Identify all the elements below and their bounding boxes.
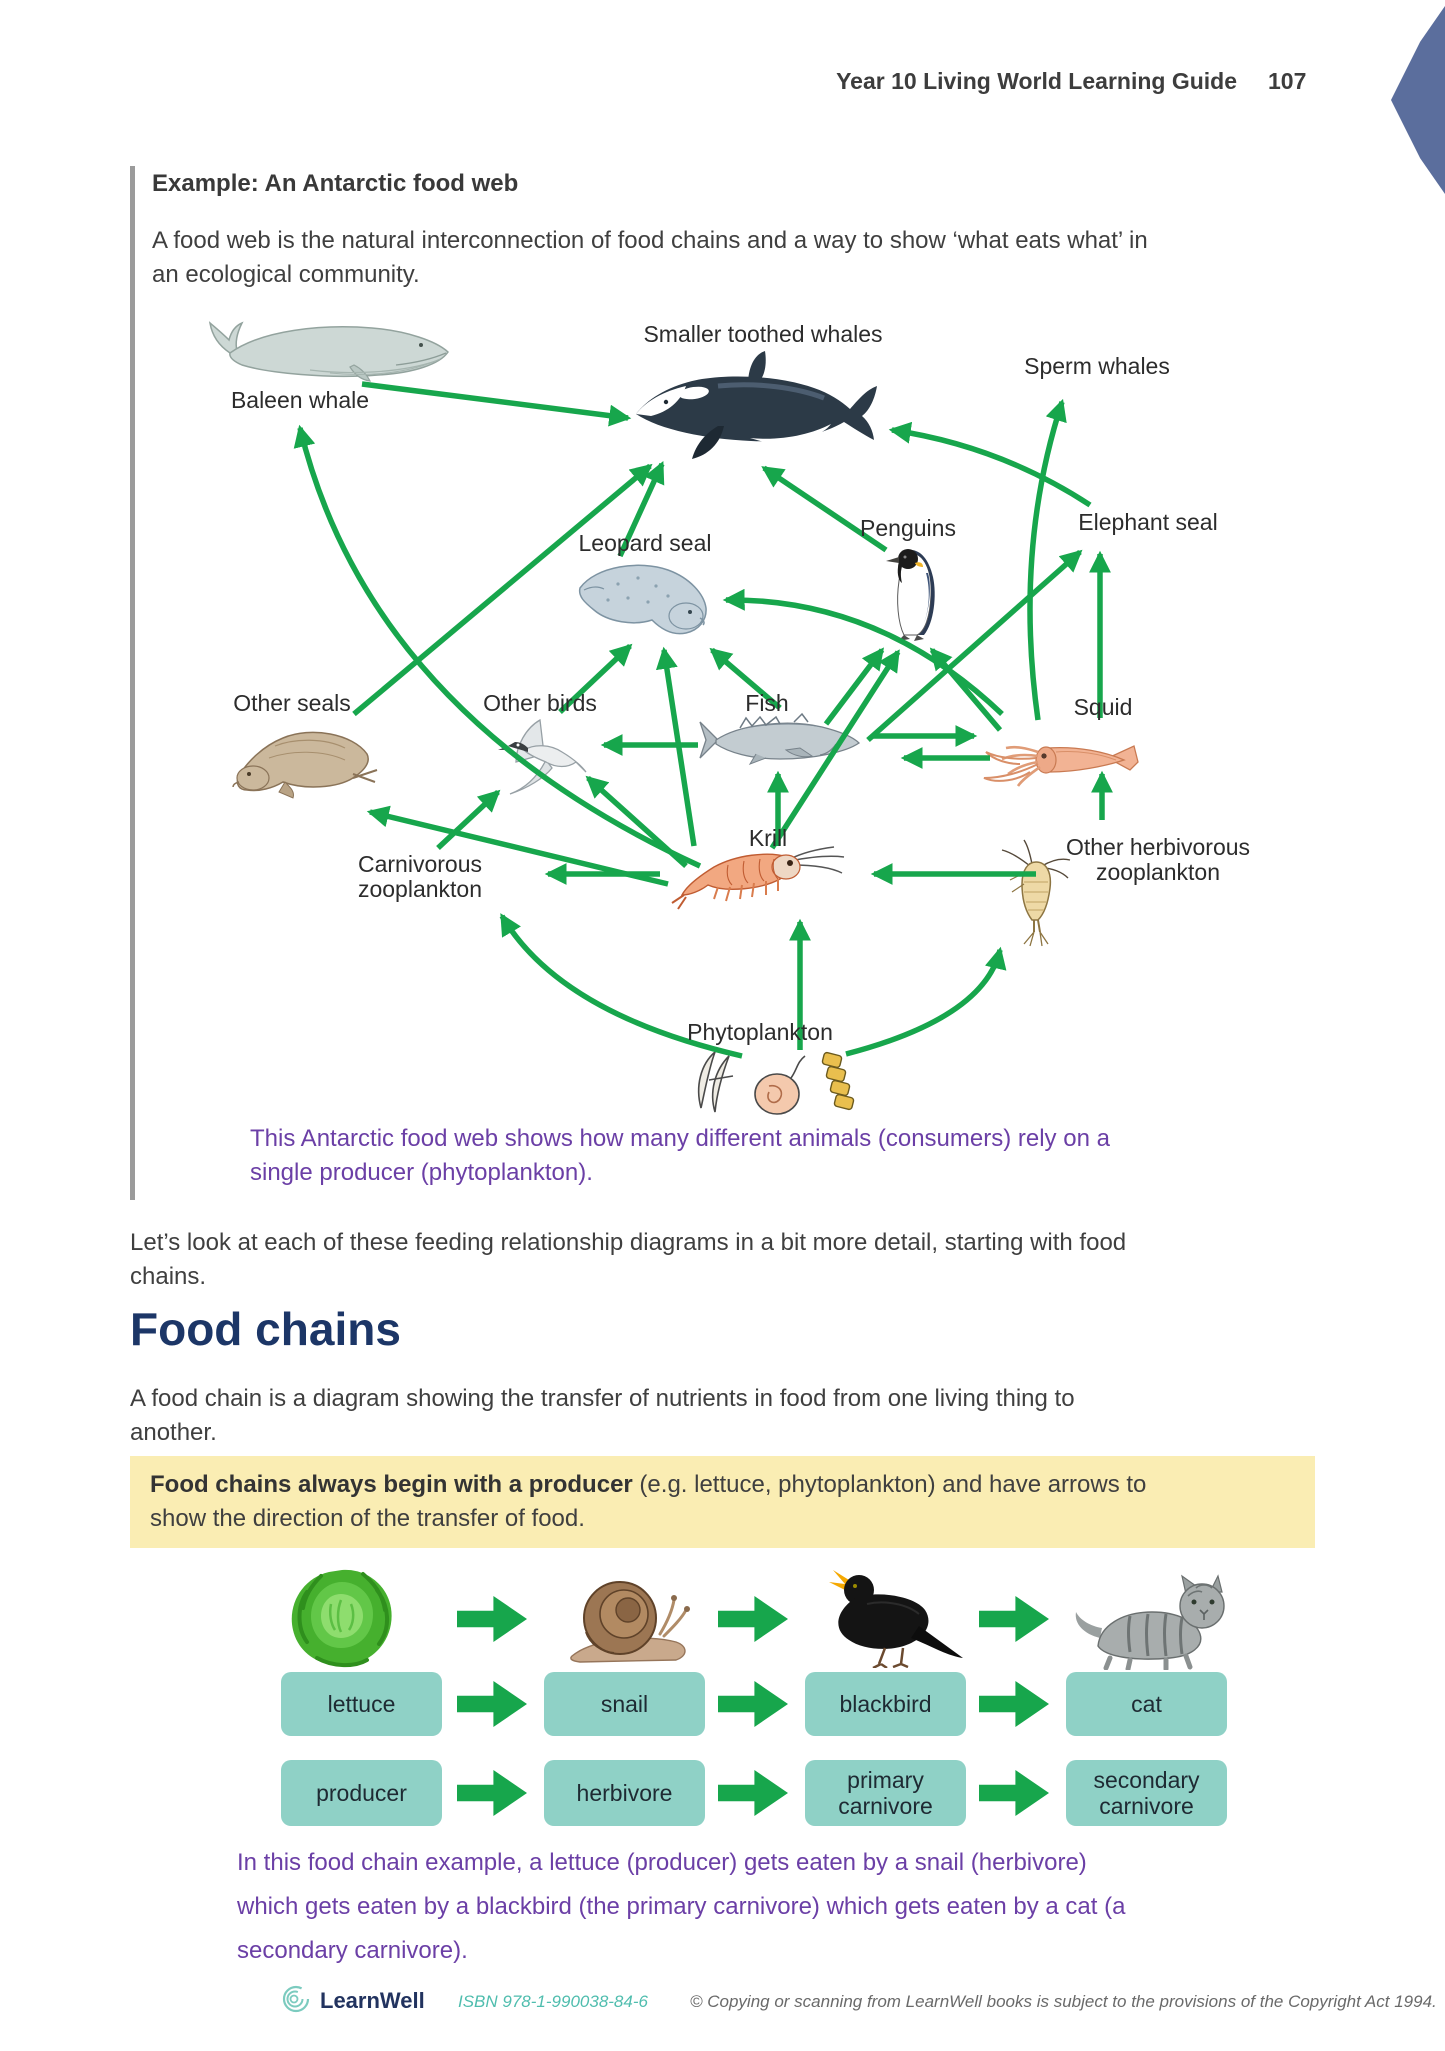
- chain-arrow: [979, 1770, 1049, 1816]
- label-other-birds: Other birds: [483, 690, 597, 716]
- arrow-squid-to-sperm-whales: [1027, 398, 1067, 721]
- learnwell-logo-icon: [282, 1985, 310, 2013]
- food-web-caption-line: This Antarctic food web shows how many d…: [250, 1125, 1110, 1152]
- chain-arrow: [718, 1770, 788, 1816]
- intro-line: Let’s look at each of these feeding rela…: [130, 1229, 1127, 1256]
- label-fish: Fish: [745, 690, 789, 716]
- fish-illustration: [699, 712, 861, 765]
- blackbird-photo: [829, 1570, 963, 1668]
- squid-illustration: [983, 745, 1139, 787]
- organism-box: cat: [1066, 1672, 1227, 1736]
- leopard-seal-illustration: [578, 564, 707, 635]
- arrow-krill-to-leopard-seal: [655, 646, 697, 847]
- role-box: secondary carnivore: [1066, 1760, 1227, 1826]
- example-body-line: A food web is the natural interconnectio…: [152, 227, 1148, 254]
- food-chain-caption-line: secondary carnivore).: [237, 1937, 468, 1964]
- organism-box: blackbird: [805, 1672, 966, 1736]
- intro-line: chains.: [130, 1263, 207, 1290]
- chain-arrow: [718, 1681, 788, 1727]
- other-birds-illustration: [498, 718, 587, 795]
- arrow-carnivorous-zooplankton-to-other-birds: [436, 789, 501, 851]
- chain-arrow: [457, 1681, 527, 1727]
- corner-arrow-decoration: [1391, 6, 1445, 194]
- chain-arrow: [457, 1770, 527, 1816]
- label-other-seals: Other seals: [233, 690, 351, 716]
- food-chain-caption-line: In this food chain example, a lettuce (p…: [237, 1849, 1087, 1876]
- cat-photo: [1075, 1574, 1225, 1670]
- example-left-bar: [130, 166, 135, 1200]
- key-idea-rest: (e.g. lettuce, phytoplankton) and have a…: [632, 1471, 1147, 1498]
- food-web-caption-line: single producer (phytoplankton).: [250, 1159, 593, 1186]
- orca-illustration: [636, 351, 877, 459]
- other-seals-illustration: [232, 731, 378, 799]
- footer-isbn: ISBN 978-1-990038-84-6: [458, 1992, 648, 2011]
- page-title: Year 10 Living World Learning Guide: [836, 68, 1237, 94]
- example-heading: Example: An Antarctic food web: [152, 170, 519, 197]
- arrow-elephant-seal-to-smaller-toothed-whales: [888, 421, 1092, 508]
- label-squid: Squid: [1073, 694, 1133, 720]
- label-sperm-whales: Sperm whales: [1024, 353, 1170, 379]
- footer-brand: LearnWell: [320, 1988, 425, 2013]
- label-leopard-seal: Leopard seal: [578, 530, 712, 556]
- food-chain-caption-line: which gets eaten by a blackbird (the pri…: [237, 1893, 1126, 1920]
- baleen-whale-illustration: [208, 321, 449, 382]
- label-phytoplankton: Phytoplankton: [687, 1019, 833, 1045]
- food-chains-body-line: A food chain is a diagram showing the tr…: [130, 1385, 1075, 1412]
- label-penguins: Penguins: [860, 515, 956, 541]
- key-idea-bold: Food chains always begin with a producer: [150, 1471, 633, 1498]
- label-smaller-toothed-whales: Smaller toothed whales: [643, 321, 883, 347]
- organism-box: snail: [544, 1672, 705, 1736]
- penguin-illustration: [886, 549, 935, 641]
- role-box: producer: [281, 1760, 442, 1826]
- label-krill: Krill: [748, 825, 788, 851]
- page-number: 107: [1268, 68, 1307, 94]
- role-box: primary carnivore: [805, 1760, 966, 1826]
- key-idea-line: Food chains always begin with a producer…: [150, 1468, 1146, 1502]
- food-chains-heading: Food chains: [130, 1303, 401, 1355]
- chain-arrow: [979, 1596, 1049, 1642]
- role-box: herbivore: [544, 1760, 705, 1826]
- krill-illustration: [671, 846, 845, 910]
- organism-box: lettuce: [281, 1672, 442, 1736]
- label-elephant-seal: Elephant seal: [1078, 509, 1218, 535]
- key-idea-line: show the direction of the transfer of fo…: [150, 1505, 585, 1532]
- food-chains-body-line: another.: [130, 1419, 217, 1446]
- label-baleen-whale: Baleen whale: [230, 387, 370, 413]
- label-carnivorous-zooplankton: Carnivorous zooplankton: [357, 851, 483, 902]
- chain-arrow: [457, 1596, 527, 1642]
- label-other-herbivorous-zooplankton: Other herbivorous zooplankton: [1065, 834, 1251, 885]
- phytoplankton-illustration: [697, 1051, 855, 1115]
- chain-arrow: [979, 1681, 1049, 1727]
- snail-photo: [570, 1581, 690, 1663]
- key-idea-box: [130, 1456, 1315, 1548]
- example-body-line: an ecological community.: [152, 261, 420, 288]
- lettuce-photo: [291, 1569, 392, 1667]
- footer-copyright: © Copying or scanning from LearnWell boo…: [690, 1992, 1437, 2011]
- chain-arrow: [718, 1596, 788, 1642]
